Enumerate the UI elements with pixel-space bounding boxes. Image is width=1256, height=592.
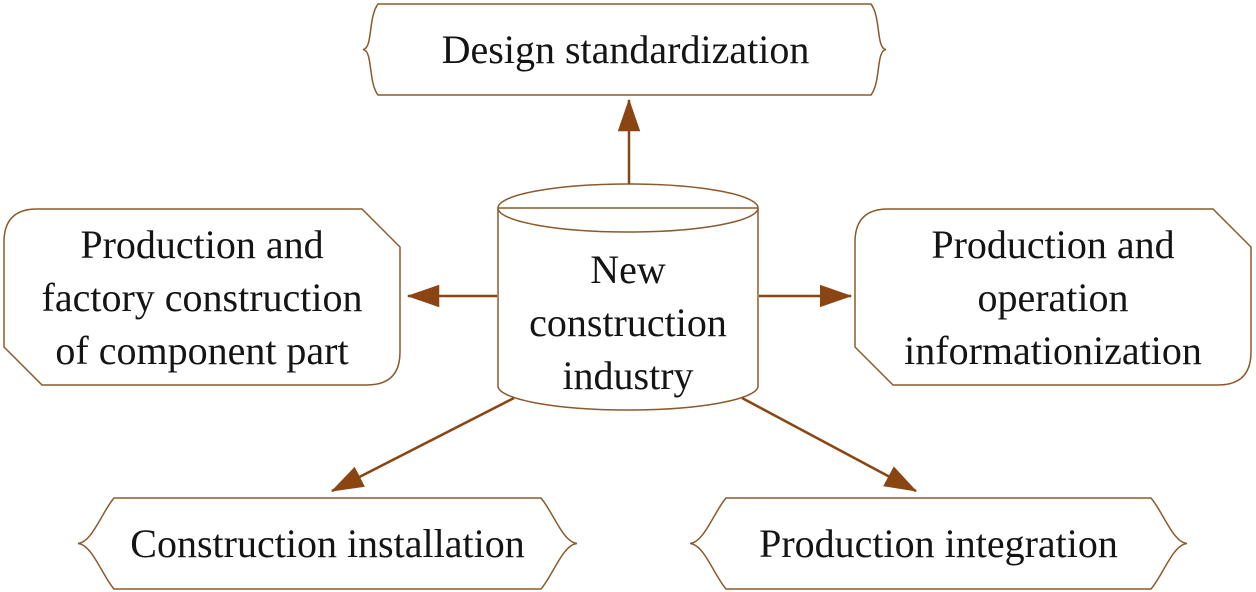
right-node-shape [854,208,1252,386]
bottom-left-node-shape [77,497,578,590]
left-node-shape [3,208,401,386]
arrow-center-to-bottom-right [741,396,918,493]
top-node-shape [362,3,887,96]
bottom-right-node-shape [689,497,1188,590]
arrow-center-to-bottom-left [330,396,515,493]
center-cylinder-shape [497,183,759,411]
